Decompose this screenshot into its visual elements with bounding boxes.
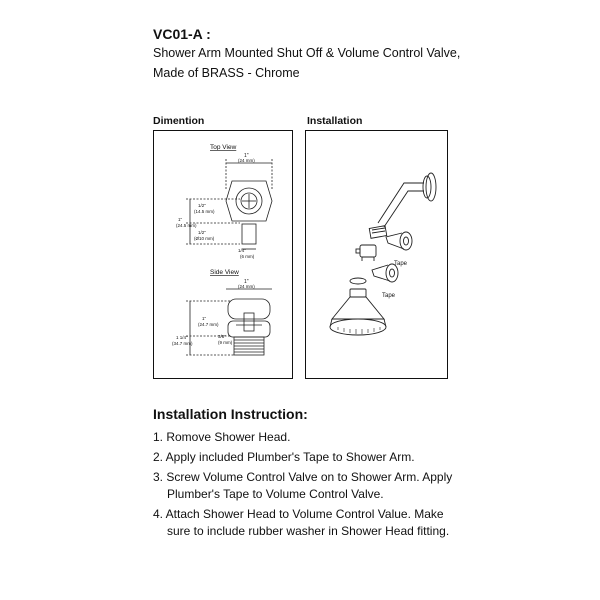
shower-head-body (331, 296, 385, 320)
top-one-mm: (24.5 mm) (176, 223, 197, 228)
top-quarter-mm: (6 mm) (240, 254, 255, 259)
top-dia-in: 1/2" (198, 230, 206, 235)
tape-label-1: Tape (394, 261, 408, 267)
side-small-in: 3/8" (218, 334, 226, 339)
wall-flange (425, 172, 437, 202)
top-half-in: 1/2" (198, 203, 206, 208)
side-width-in: 1" (244, 279, 249, 285)
top-view-title: Top View (210, 144, 237, 151)
side-view-title: Side View (210, 269, 239, 276)
volume-control-valve (359, 244, 377, 258)
installation-drawing: Tape Tape (329, 172, 437, 336)
side-h2-in: 1 1/4" (176, 335, 188, 340)
side-width-mm: (24 mm) (238, 284, 255, 289)
dimension-section-label: Dimention (153, 115, 205, 127)
side-h1-mm: (24.7 mm) (198, 322, 219, 327)
top-width-mm: (24 mm) (238, 158, 255, 163)
top-quarter-in: 1/4" (238, 248, 246, 253)
instruction-step-3-continued: Plumber's Tape to Volume Control Valve. (167, 487, 384, 501)
product-description-line-1: Shower Arm Mounted Shut Off & Volume Con… (153, 46, 461, 60)
instruction-step-3: 3. Screw Volume Control Valve on to Show… (153, 470, 453, 484)
instructions-title: Installation Instruction: (153, 406, 308, 422)
tape-roll-2 (385, 263, 399, 283)
top-half-mm: (14.5 mm) (194, 209, 215, 214)
side-h1-in: 1" (202, 316, 207, 321)
shower-head-neck (349, 288, 367, 298)
side-h2-mm: (34.7 mm) (172, 341, 193, 346)
shower-head-face (329, 318, 387, 336)
shower-arm (377, 182, 424, 224)
model-title: VC01-A : (153, 26, 211, 42)
dimension-panel: Top View 1" (24 mm) 1/2" (14.5 mm) 1" (2… (153, 130, 293, 379)
product-description-line-2: Made of BRASS - Chrome (153, 66, 300, 80)
instruction-step-2: 2. Apply included Plumber's Tape to Show… (153, 450, 415, 464)
instruction-step-4: 4. Attach Shower Head to Volume Control … (153, 507, 444, 521)
tape-label-2: Tape (382, 293, 396, 299)
rubber-washer (349, 277, 367, 285)
top-dia-mm: (Ø10 mm) (194, 236, 215, 241)
installation-section-label: Installation (307, 115, 363, 127)
instruction-step-1: 1. Romove Shower Head. (153, 430, 291, 444)
top-one-in: 1" (178, 217, 183, 222)
installation-panel: Tape Tape (305, 130, 448, 379)
top-width-in: 1" (244, 153, 249, 159)
instruction-step-4-continued: sure to include rubber washer in Shower … (167, 524, 450, 538)
hex-nut-shape (225, 180, 273, 222)
dimension-drawing: Top View 1" (24 mm) 1/2" (14.5 mm) 1" (2… (172, 144, 273, 356)
side-small-mm: (9 mm) (218, 340, 233, 345)
tape-roll-1 (399, 231, 413, 251)
